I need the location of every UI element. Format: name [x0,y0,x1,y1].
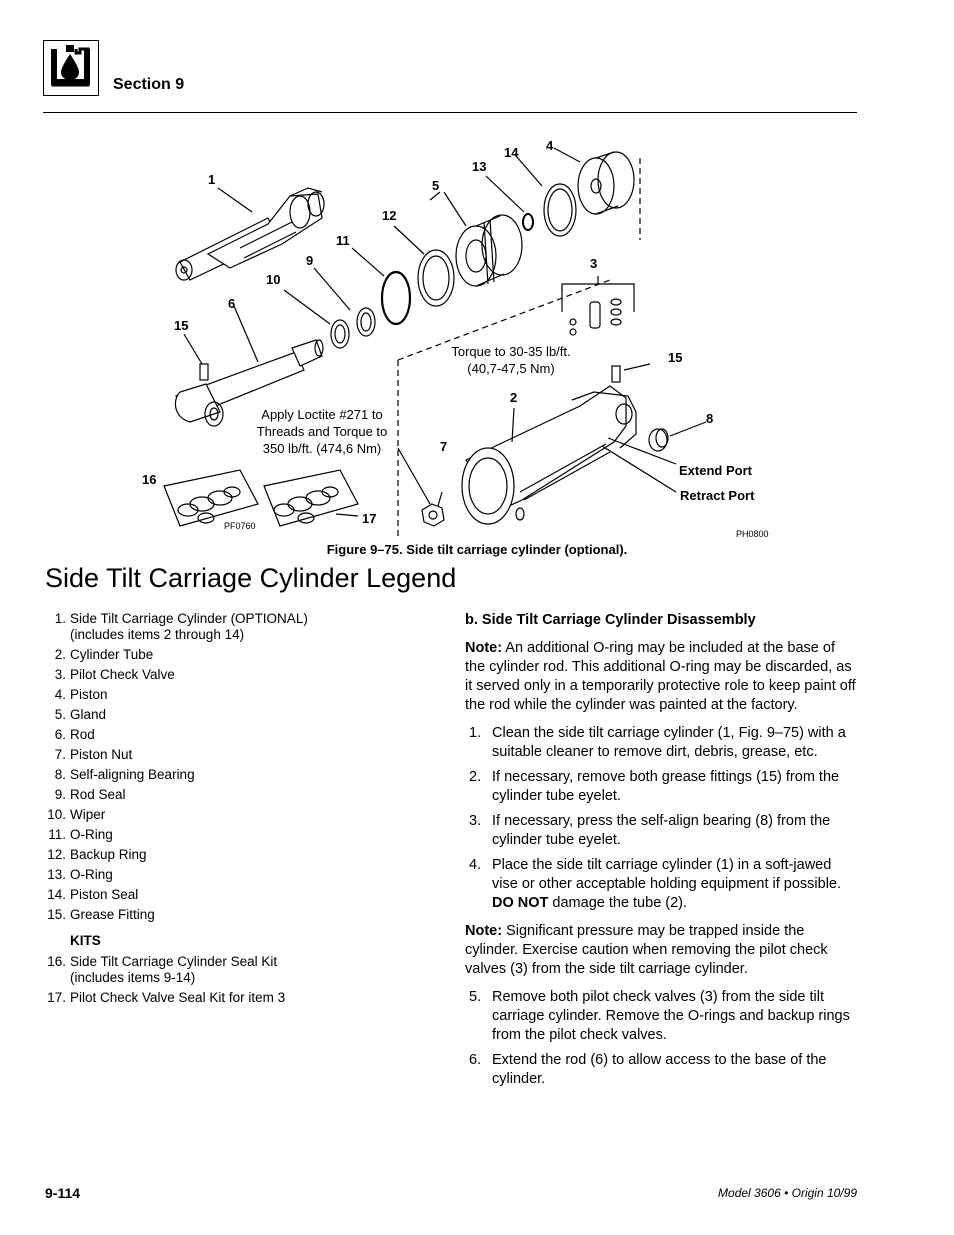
figure-code-left: PF0760 [224,521,256,531]
gland-drawing [455,214,523,287]
seal-kit-17-drawing [263,469,359,527]
callout-5: 5 [432,178,439,193]
callout-7: 7 [440,439,447,454]
piston-seal [543,183,577,237]
note-trapped-pressure: Note: Significant pressure may be trappe… [465,923,828,977]
callout-6: 6 [228,296,235,311]
callout-13: 13 [472,159,486,174]
o-ring-13 [522,213,534,231]
rod-seal [330,319,350,349]
legend-item: 4.Piston [54,687,108,702]
legend-item: 14.Piston Seal [47,887,139,902]
header-divider [43,112,857,113]
legend-item: 1. Side Tilt Carriage Cylinder (OPTIONAL… [54,611,308,642]
model-origin: Model 3606 • Origin 10/99 [718,1186,857,1200]
legend-item: 10.Wiper [47,807,106,822]
legend-item: 9.Rod Seal [54,787,126,802]
torque-note-line-2: (40,7-47,5 Nm) [467,361,554,376]
procedure-step: 3.If necessary, press the self-align bea… [469,813,831,848]
callout-11: 11 [336,233,350,248]
disassembly-procedure: b. Side Tilt Carriage Cylinder Disassemb… [465,611,857,1098]
pilot-check-valve-drawing [561,283,635,336]
o-ring-11 [380,270,412,326]
rod-drawing [174,339,324,427]
callout-3: 3 [590,256,597,271]
legend-list: 1. Side Tilt Carriage Cylinder (OPTIONAL… [40,611,440,1010]
self-aligning-bearing [648,428,668,452]
legend-item: 3.Pilot Check Valve [54,667,175,682]
callout-8: 8 [706,411,713,426]
procedure-step: 1.Clean the side tilt carriage cylinder … [469,725,846,760]
exploded-cylinder-diagram: 1 2 3 4 5 6 7 8 9 10 11 12 13 14 15 15 1… [140,130,820,545]
kit-item: 16. Side Tilt Carriage Cylinder Seal Kit… [47,954,278,985]
callout-15-right: 15 [668,350,682,365]
callout-14: 14 [504,145,519,160]
callout-10: 10 [266,272,280,287]
callout-17: 17 [362,511,376,526]
kit-item: 17.Pilot Check Valve Seal Kit for item 3 [47,990,286,1005]
callout-16: 16 [142,472,156,487]
legend-item: 8.Self-aligning Bearing [54,767,195,782]
piston-drawing [577,151,635,215]
retract-port-label: Retract Port [680,488,755,503]
note-paint-o-ring: Note: An additional O-ring may be includ… [465,640,856,713]
callout-4: 4 [546,138,554,153]
steps-list-b: 5.Remove both pilot check valves (3) fro… [465,988,857,1089]
procedure-step: 6.Extend the rod (6) to allow access to … [469,1052,827,1087]
section-label: Section 9 [113,76,185,93]
grease-fitting-right [611,365,621,383]
extend-port-label: Extend Port [679,463,753,478]
legend-item: 15.Grease Fitting [47,907,155,922]
figure-caption: Figure 9–75. Side tilt carriage cylinder… [326,542,628,557]
steps-list-a: 1.Clean the side tilt carriage cylinder … [465,724,857,913]
legend-title: Side Tilt Carriage Cylinder Legend [45,563,457,593]
procedure-step: 4.Place the side tilt carriage cylinder … [469,857,842,911]
loctite-note-line-1: Apply Loctite #271 to [261,407,382,422]
cylinder-tube-drawing [461,385,637,525]
legend-item: 13.O-Ring [47,867,113,882]
loctite-note-line-3: 350 lb/ft. (474,6 Nm) [263,441,382,456]
callout-15-left: 15 [174,318,188,333]
callout-2: 2 [510,390,517,405]
procedure-step: 5.Remove both pilot check valves (3) fro… [469,989,850,1043]
callout-9: 9 [306,253,313,268]
callout-12: 12 [382,208,396,223]
torque-note-line-1: Torque to 30-35 lb/ft. [451,344,570,359]
figure-code-right: PH0800 [736,529,769,539]
legend-item: 12.Backup Ring [47,847,147,862]
backup-ring [417,249,455,307]
legend-item: 5.Gland [54,707,107,722]
piston-nut [421,503,445,527]
kits-heading: KITS [70,933,101,948]
grease-fitting-left [199,363,209,381]
hydraulic-oil-drop-icon [43,40,99,96]
procedure-step: 2.If necessary, remove both grease fitti… [469,769,840,804]
legend-item: 2.Cylinder Tube [54,647,154,662]
callout-1: 1 [208,172,215,187]
legend-item: 11.O-Ring [48,827,113,842]
legend-item: 6.Rod [54,727,95,742]
legend-item: 7.Piston Nut [54,747,133,762]
page-number: 9-114 [45,1185,81,1201]
procedure-heading: b. Side Tilt Carriage Cylinder Disassemb… [465,612,756,628]
loctite-note-line-2: Threads and Torque to [257,424,388,439]
assembled-cylinder-drawing [175,187,325,281]
wiper [356,307,376,337]
seal-kit-16-drawing [163,469,259,527]
